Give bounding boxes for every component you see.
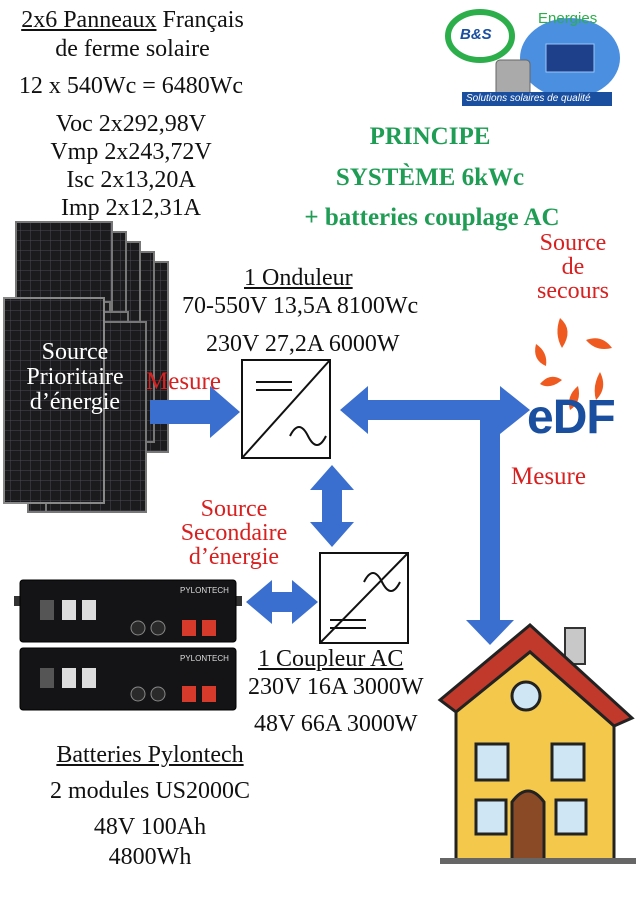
primary-source-line2: Prioritaire: [26, 364, 124, 390]
coupler-title: 1 Coupleur AC: [258, 646, 404, 672]
panels-spec-isc: Isc 2x13,20A: [66, 167, 196, 193]
principle-line2: SYSTÈME 6kWc: [335, 164, 525, 191]
coupler-dc-spec: 48V 66A 3000W: [254, 711, 418, 737]
coupler-ac-spec: 230V 16A 3000W: [248, 674, 424, 700]
panels-power: 12 x 540Wc = 6480Wc: [18, 73, 244, 99]
edf-wordmark: eDF: [527, 391, 616, 444]
principle-line3: + batteries couplage AC: [304, 204, 560, 231]
coupler-symbol: [319, 552, 409, 644]
arrow-grid-to-house: [466, 420, 514, 645]
panels-spec-voc: Voc 2x292,98V: [55, 111, 207, 137]
backup-source-line2: de: [561, 254, 585, 280]
panels-spec-imp: Imp 2x12,31A: [61, 195, 201, 221]
batteries-rating: 48V 100Ah: [93, 814, 207, 840]
panels-spec-vmp: Vmp 2x243,72V: [50, 139, 212, 165]
edf-logo: [535, 318, 612, 410]
secondary-source-label: Source Secondaire d’énergie: [154, 497, 314, 569]
secondary-source-line1: Source: [200, 496, 268, 522]
logo-initials: B&S: [460, 26, 492, 43]
arrow-inverter-edf: [340, 386, 530, 434]
inverter-measure-label: Mesure: [146, 368, 221, 395]
primary-source-line3: d’énergie: [29, 389, 121, 415]
grid-measure-label: Mesure: [511, 463, 586, 490]
batteries-modules: 2 modules US2000C: [49, 778, 250, 804]
arrow-inverter-coupler: [310, 465, 354, 547]
flow-arrows: [150, 386, 530, 645]
secondary-source-line3: d’énergie: [188, 544, 280, 570]
batteries-title: Batteries Pylontech: [56, 742, 244, 768]
inverter-input-spec: 70-550V 13,5A 8100Wc: [182, 293, 419, 319]
panels-title-underlined: 2x6 Panneaux: [21, 7, 157, 33]
batteries-energy: 4800Wh: [108, 844, 192, 870]
arrow-batteries-coupler: [246, 580, 318, 624]
house-image: [437, 623, 636, 864]
panels-title-rest: Français: [156, 7, 244, 33]
logo-tagline: Solutions solaires de qualité: [466, 93, 591, 104]
panels-title: 2x6 Panneaux Français de ferme solaire: [0, 6, 265, 64]
backup-source-label: Source de secours: [518, 231, 628, 303]
panels-title-line2: de ferme solaire: [55, 36, 210, 62]
bs-logo: [445, 9, 620, 106]
battery-brand-bottom: PYLONTECH: [180, 654, 229, 663]
inverter-symbol: [241, 359, 331, 459]
secondary-source-line2: Secondaire: [180, 520, 288, 546]
primary-source-label: Source Prioritaire d’énergie: [0, 340, 150, 415]
inverter-output-spec: 230V 27,2A 6000W: [206, 331, 400, 357]
inverter-title: 1 Onduleur: [244, 265, 353, 291]
logo-word: Energies: [538, 10, 598, 27]
backup-source-line1: Source: [539, 230, 607, 256]
solar-panels-image: [3, 221, 169, 513]
battery-brand-top: PYLONTECH: [180, 586, 229, 595]
principle-line1: PRINCIPE: [369, 123, 491, 150]
primary-source-line1: Source: [41, 339, 109, 365]
battery-modules-image: [14, 579, 242, 711]
backup-source-line3: secours: [537, 278, 609, 304]
arrow-panels-to-inverter: [150, 386, 240, 438]
